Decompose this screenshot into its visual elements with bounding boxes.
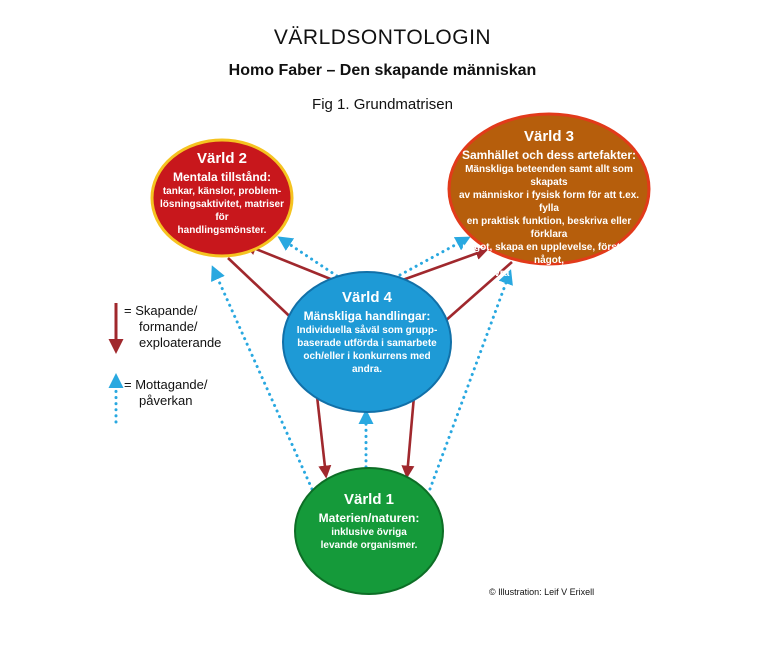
arrow-world4-to-world1-left — [315, 395, 332, 479]
world4-name: Värld 4 — [341, 289, 393, 306]
arrow-world1-to-world3-receive — [428, 269, 513, 491]
legend-creating-line: exploaterande — [139, 335, 222, 350]
world3-desc-line: av människor i fysisk form för att t.ex.… — [458, 190, 640, 214]
world3-heading: Samhället och dess artefakter: — [461, 148, 637, 162]
figure-caption: Fig 1. Grundmatrisen — [312, 96, 453, 113]
world3-node: Värld 3 Samhället och dess artefakter: M… — [449, 128, 649, 280]
world3-ellipse — [447, 112, 651, 266]
legend-receiving-line: påverkan — [139, 393, 193, 408]
legend-creating: = Skapande/ formande/ exploaterande — [124, 303, 221, 351]
world3-name: Värld 3 — [523, 128, 575, 145]
world2-desc-line: tankar, känslor, problem- — [162, 186, 282, 197]
world3-desc-line: något, skapa en upplevelse, förstöra någ… — [462, 242, 636, 266]
world4-desc-line: baserade utförda i samarbete — [297, 338, 437, 349]
world4-desc-line: och/eller i konkurrens med — [303, 351, 431, 362]
arrow-world1-to-world2-receive — [211, 265, 314, 491]
world1-name: Värld 1 — [343, 491, 395, 508]
legend-receiving-symbol: = — [124, 377, 132, 392]
world4-heading: Mänskliga handlingar: — [303, 309, 431, 323]
legend-creating-line: formande/ — [139, 319, 198, 334]
world2-desc-line: handlingsmönster. — [177, 225, 267, 236]
legend-creating-line: Skapande/ — [135, 303, 198, 318]
world4-ellipse — [282, 271, 452, 413]
illustration-credit: © Illustration: Leif V Erixell — [489, 587, 595, 597]
world2-heading: Mentala tillstånd: — [172, 170, 271, 184]
legend-creating-symbol: = — [124, 303, 132, 318]
diagram-subtitle: Homo Faber – Den skapande människan — [228, 62, 537, 79]
world2-node: Värld 2 Mentala tillstånd: tankar, känsl… — [152, 150, 292, 237]
world1-node: Värld 1 Materien/naturen: inklusive övri… — [299, 491, 439, 552]
arrow-world4-to-world2-receive — [277, 236, 339, 278]
world3-desc-line: en praktisk funktion, beskriva eller för… — [466, 216, 632, 240]
world1-desc-line: inklusive övriga — [331, 527, 407, 538]
diagram-title: VÄRLDSONTOLOGIN — [273, 26, 492, 49]
receiving-arrows — [211, 236, 513, 491]
world4-node: Värld 4 Mänskliga handlingar: Individuel… — [287, 289, 447, 376]
world2-desc-line: lösningsaktivitet, matriser för — [160, 199, 284, 223]
world1-desc-line: levande organismer. — [320, 540, 418, 551]
arrow-world4-to-world3-receive — [398, 236, 471, 277]
world2-ellipse — [150, 138, 294, 258]
world2-name: Värld 2 — [196, 150, 248, 167]
arrow-world4-to-world2 — [243, 242, 344, 286]
world4-desc-line: andra. — [351, 364, 382, 375]
legend-receiving: = Mottagande/ påverkan — [124, 377, 208, 409]
world1-heading: Materien/naturen: — [318, 511, 420, 525]
arrow-world4-to-world3 — [396, 247, 489, 284]
world3-desc-line: Mänskliga beteenden samt allt som skapat… — [465, 164, 633, 188]
world3-desc-line: erövra makt eller nå en insikt. — [478, 268, 620, 279]
world1-ellipse — [294, 467, 444, 595]
world4-desc-line: Individuella såväl som grupp- — [296, 325, 438, 336]
arrow-world4-to-world1-right — [401, 395, 416, 479]
legend-receiving-line: Mottagande/ — [135, 377, 208, 392]
